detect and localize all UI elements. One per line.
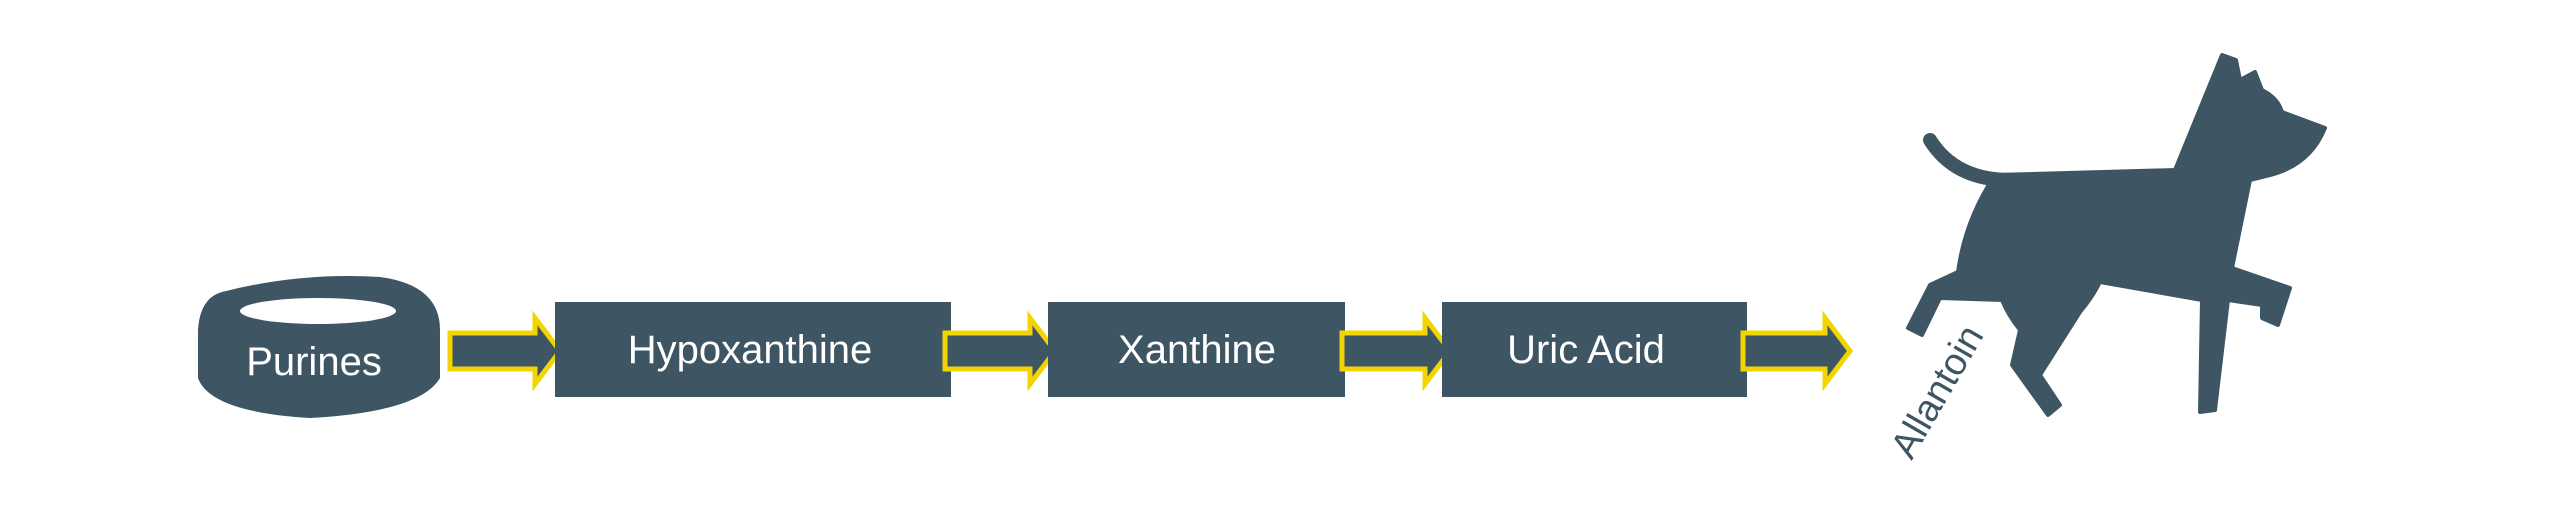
flow-arrow-1 <box>447 310 564 392</box>
flow-arrow-3 <box>1339 310 1454 392</box>
node-label-xanthine: Xanthine <box>1118 328 1276 372</box>
node-label-uric-acid: Uric Acid <box>1507 328 1665 372</box>
flow-arrow-4 <box>1740 310 1854 392</box>
node-box-hypoxanthine <box>555 302 951 397</box>
dog-icon <box>1906 53 2327 417</box>
node-box-uric-acid <box>1442 302 1747 397</box>
flow-arrow-2 <box>942 310 1059 392</box>
node-label-purines: Purines <box>246 340 382 384</box>
node-label-hypoxanthine: Hypoxanthine <box>628 328 873 372</box>
node-box-xanthine <box>1048 302 1345 397</box>
food-bowl-icon <box>198 276 440 418</box>
end-label-allantoin: Allantoin <box>1883 318 1992 465</box>
